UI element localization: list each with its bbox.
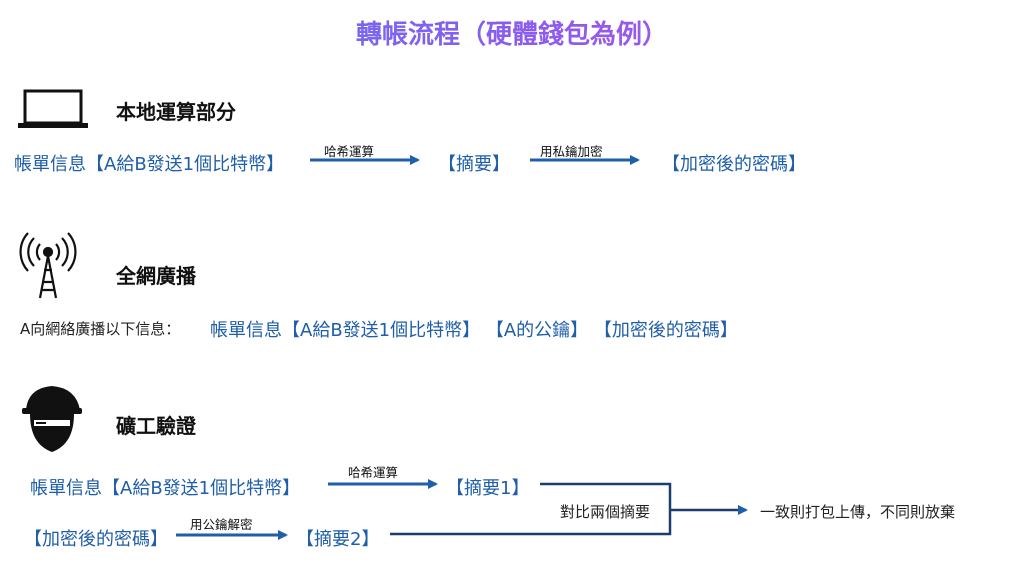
decrypt-label: 用公鑰解密 <box>190 517 253 532</box>
miner-encrypted-password-text: 【加密後的密碼】 <box>24 529 168 550</box>
hash-label: 哈希運算 <box>324 144 375 159</box>
bill-info-text: 帳單信息【A給B發送1個比特幣】 <box>14 154 285 175</box>
verification-result-text: 一致則打包上傳，不同則放棄 <box>760 503 956 521</box>
encrypt-label: 用私鑰加密 <box>540 144 603 159</box>
section-local-computation-title: 本地運算部分 <box>116 100 236 124</box>
digest1-text: 【摘要1】 <box>446 478 530 499</box>
broadcast-intro-text: A向網絡廣播以下信息： <box>20 320 181 338</box>
digest2-text: 【摘要2】 <box>296 529 380 550</box>
diagram-title: 轉帳流程（硬體錢包為例） <box>0 14 1024 51</box>
broadcast-payload-text: 帳單信息【A給B發送1個比特幣】 【A的公鑰】 【加密後的密碼】 <box>210 320 738 341</box>
laptop-icon <box>18 89 88 128</box>
digest-text: 【摘要】 <box>438 154 510 175</box>
section-miner-verification-title: 礦工驗證 <box>116 414 196 438</box>
miner-bill-info-text: 帳單信息【A給B發送1個比特幣】 <box>30 478 301 499</box>
broadcast-tower-icon <box>19 232 77 299</box>
miner-hash-label: 哈希運算 <box>348 465 399 480</box>
compare-digests-label: 對比兩個摘要 <box>560 503 651 521</box>
miner-helmet-icon <box>22 386 82 452</box>
section-broadcast-title: 全網廣播 <box>116 264 196 288</box>
encrypted-password-text: 【加密後的密碼】 <box>662 154 806 175</box>
